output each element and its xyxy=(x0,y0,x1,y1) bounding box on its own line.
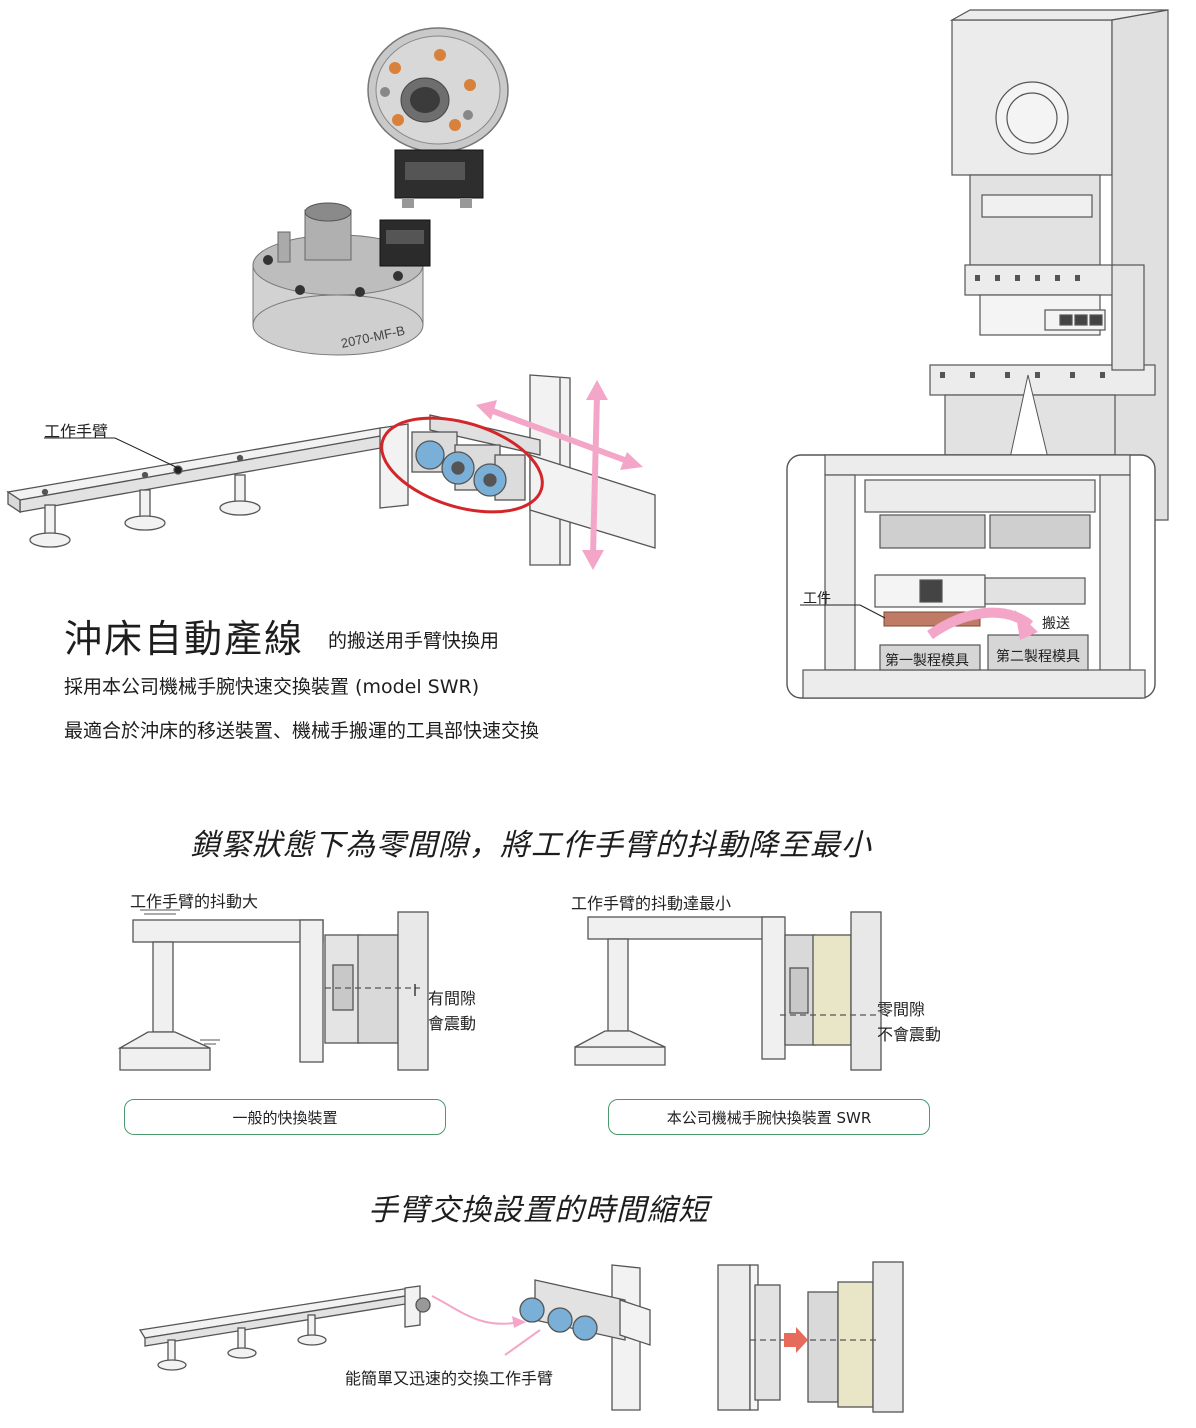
arm-label: 工作手臂 xyxy=(44,422,109,441)
exchange-caption: 能簡單又迅速的交換工作手臂 xyxy=(345,1369,554,1388)
standard-changer-text: 一般的快換裝置 xyxy=(232,1108,338,1127)
right-diagram-caption: 工作手臂的抖動達最小 xyxy=(571,894,732,913)
swr-changer-label: 本公司機械手腕快換裝置 SWR xyxy=(608,1099,930,1135)
exchange-arrow xyxy=(431,1295,521,1325)
mold2-label: 第二製程模具 xyxy=(996,649,1080,665)
transport-label: 搬送 xyxy=(1042,616,1070,632)
highlight-ellipse xyxy=(380,416,544,514)
headline-sub: 的搬送用手臂快換用 xyxy=(328,630,500,652)
left-gap-line1: 有間隙 xyxy=(428,989,477,1008)
workpiece-label: 工件 xyxy=(803,591,831,607)
section1-title: 鎖緊狀態下為零間隙，將工作手臂的抖動降至最小 xyxy=(190,828,872,863)
standard-changer-label: 一般的快換裝置 xyxy=(124,1099,446,1135)
product-photo-upper xyxy=(367,27,509,208)
mold1-label: 第一製程模具 xyxy=(885,653,969,669)
description-line-2: 最適合於沖床的移送裝置、機械手搬運的工具部快速交換 xyxy=(64,720,540,742)
swr-changer-text: 本公司機械手腕快換裝置 SWR xyxy=(666,1108,872,1127)
diagram-right xyxy=(574,911,882,1071)
press-inset xyxy=(786,454,1156,699)
press-machine xyxy=(929,9,1169,521)
vibration-lines-left xyxy=(140,909,220,1045)
diagram-left xyxy=(117,911,429,1071)
movement-arrows xyxy=(476,380,643,570)
exchange-detail-illustration xyxy=(717,1261,904,1413)
left-diagram-caption: 工作手臂的抖動大 xyxy=(130,892,259,911)
product-photo-lower: 2070-MF-B xyxy=(252,202,431,356)
right-gap-line1: 零間隙 xyxy=(877,1000,926,1019)
red-insert-arrow xyxy=(784,1327,808,1353)
page-headline: 沖床自動產線 xyxy=(64,617,305,661)
exchange-arm-illustration xyxy=(138,1264,651,1411)
left-gap-line2: 會震動 xyxy=(428,1014,477,1033)
right-gap-line2: 不會震動 xyxy=(877,1025,942,1044)
section2-title: 手臂交換設置的時間縮短 xyxy=(368,1193,709,1228)
description-line-1: 採用本公司機械手腕快速交換裝置 (model SWR) xyxy=(64,676,480,698)
arm-illustration-top xyxy=(6,374,656,566)
